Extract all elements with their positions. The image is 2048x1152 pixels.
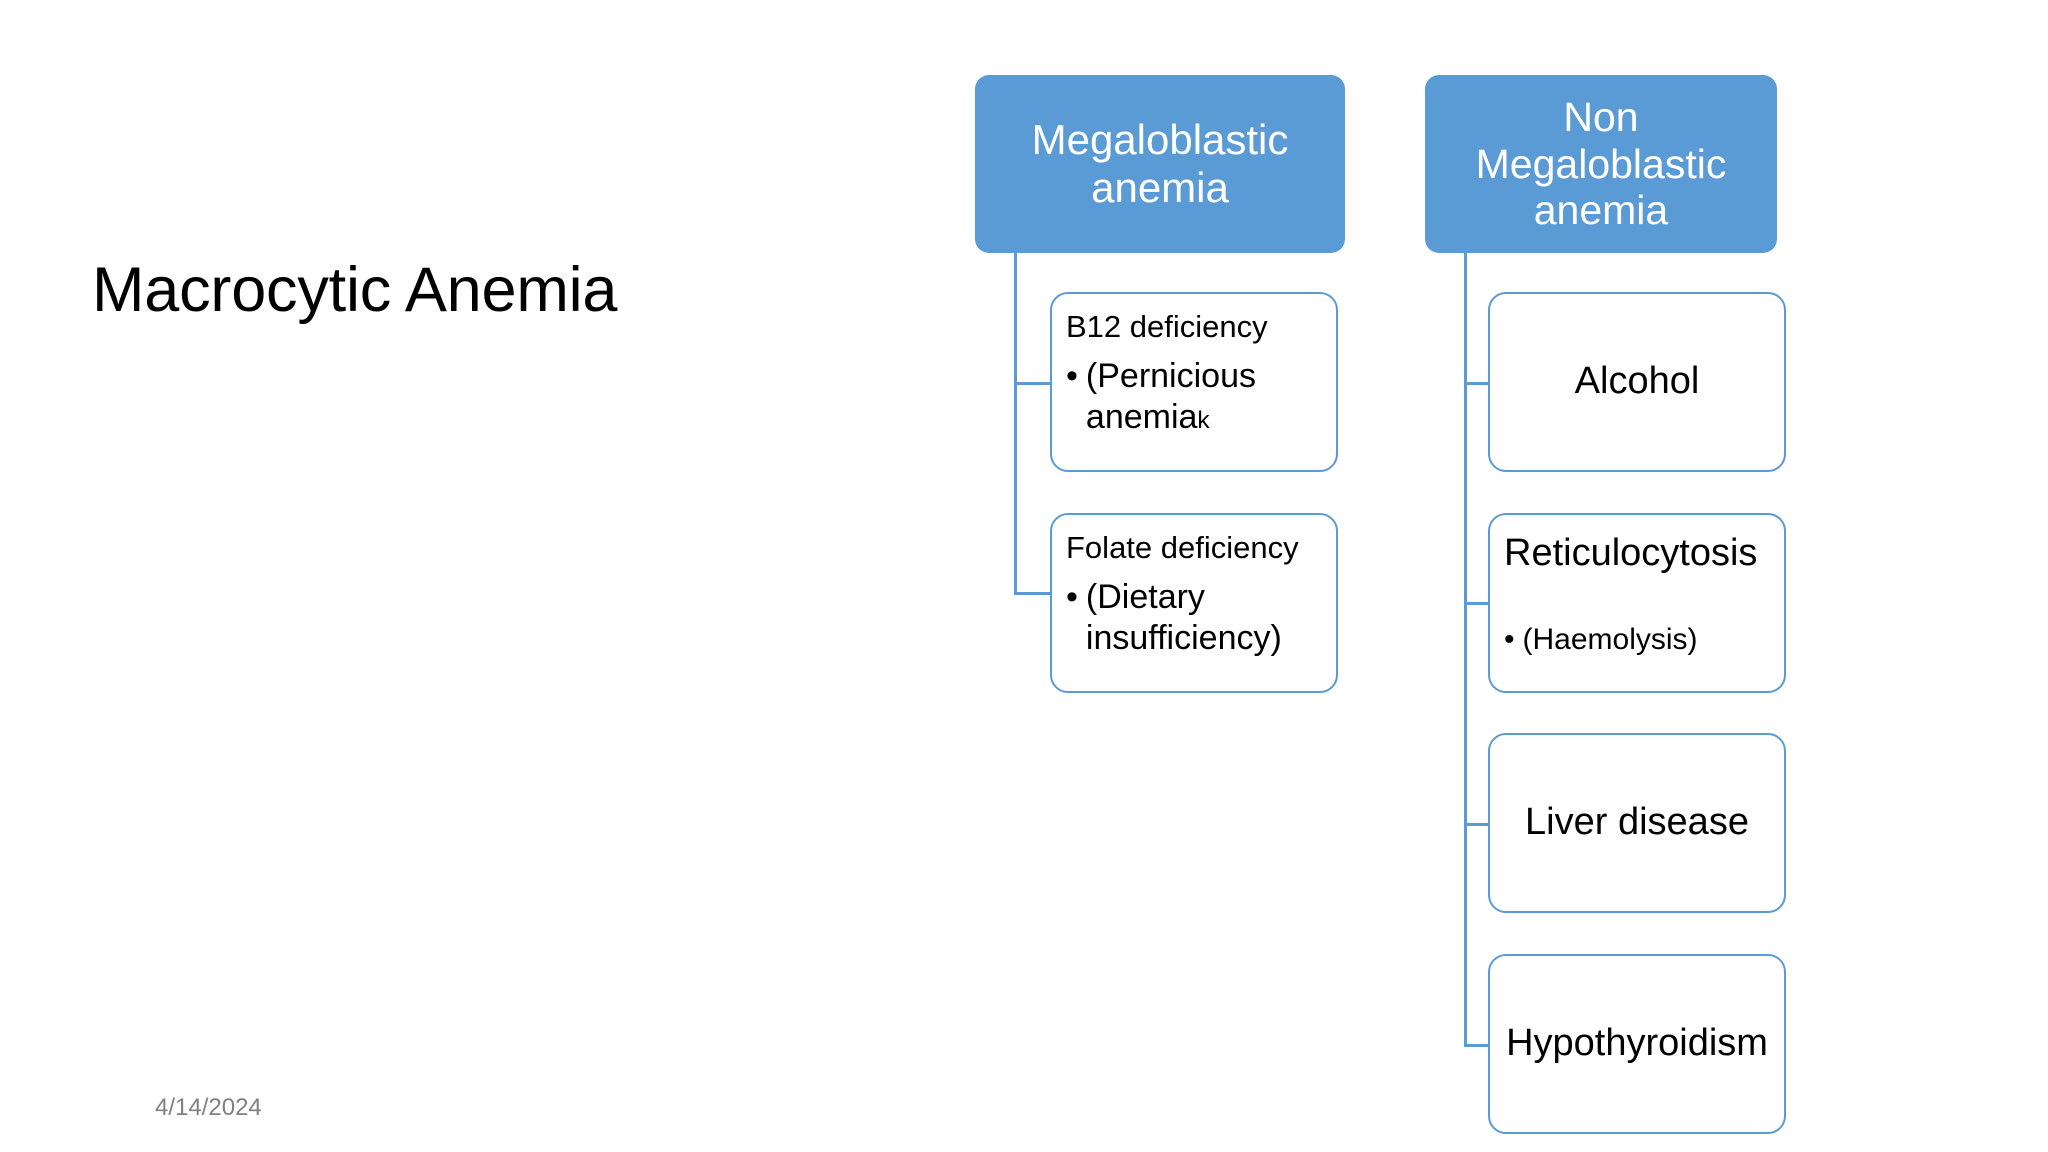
bullet-dot-icon: • bbox=[1504, 623, 1515, 656]
root-label-line-1: Megaloblastic bbox=[1031, 116, 1289, 164]
node-folate-deficiency-bullet-text: (Dietary insufficiency) bbox=[1085, 578, 1282, 657]
connector-trunk-megaloblastic bbox=[1014, 253, 1017, 595]
connector-stub-b12-deficiency bbox=[1014, 382, 1052, 385]
node-hypothyroidism[interactable]: Hypothyroidism bbox=[1488, 954, 1786, 1134]
connector-stub-liver-disease bbox=[1464, 823, 1490, 826]
node-non-megaloblastic-anemia[interactable]: Non Megaloblastic anemia bbox=[1425, 75, 1777, 253]
connector-stub-folate-deficiency bbox=[1014, 592, 1052, 595]
node-liver-disease[interactable]: Liver disease bbox=[1488, 733, 1786, 913]
connector-stub-hypothyroidism bbox=[1464, 1044, 1490, 1047]
bullet-text-trailing: k bbox=[1197, 406, 1210, 434]
node-liver-disease-label: Liver disease bbox=[1525, 801, 1749, 844]
bullet-text-main: (Pernicious anemia bbox=[1085, 357, 1256, 436]
node-reticulocytosis-bullet: • (Haemolysis) bbox=[1504, 622, 1774, 658]
node-b12-deficiency-bullet-text: (Pernicious anemiak bbox=[1086, 356, 1326, 438]
root-label-line-2: anemia bbox=[1091, 164, 1229, 211]
connector-stub-reticulocytosis bbox=[1464, 602, 1490, 605]
node-alcohol-label: Alcohol bbox=[1574, 360, 1700, 403]
bullet-dot-icon: • bbox=[1066, 578, 1078, 616]
slide-date: 4/14/2024 bbox=[155, 1094, 262, 1121]
root-label-line-3: anemia bbox=[1533, 187, 1669, 234]
node-reticulocytosis-heading: Reticulocytosis bbox=[1504, 532, 1758, 574]
root-label-line-1: Non bbox=[1563, 93, 1639, 140]
node-hypothyroidism-label: Hypothyroidism bbox=[1506, 1022, 1768, 1065]
node-megaloblastic-anemia-label: Megaloblastic anemia bbox=[1032, 116, 1289, 212]
connector-stub-alcohol bbox=[1464, 382, 1490, 385]
node-b12-deficiency[interactable]: B12 deficiency • (Pernicious anemiak bbox=[1050, 292, 1338, 472]
node-folate-deficiency[interactable]: Folate deficiency • (Dietary insufficien… bbox=[1050, 513, 1338, 693]
node-folate-deficiency-heading: Folate deficiency bbox=[1066, 530, 1299, 565]
node-b12-deficiency-heading: B12 deficiency bbox=[1066, 309, 1268, 344]
root-label-line-2: Megaloblastic bbox=[1475, 140, 1727, 187]
connector-trunk-non-megaloblastic bbox=[1464, 253, 1467, 1047]
node-reticulocytosis-bullet-text: (Haemolysis) bbox=[1522, 623, 1698, 656]
node-folate-deficiency-bullet: • (Dietary insufficiency) bbox=[1066, 577, 1326, 659]
node-non-megaloblastic-anemia-label: Non Megaloblastic anemia bbox=[1476, 94, 1727, 234]
page-title: Macrocytic Anemia bbox=[92, 255, 618, 325]
node-alcohol[interactable]: Alcohol bbox=[1488, 292, 1786, 472]
bullet-dot-icon: • bbox=[1066, 357, 1078, 395]
node-b12-deficiency-bullet: • (Pernicious anemiak bbox=[1066, 356, 1326, 438]
node-reticulocytosis[interactable]: Reticulocytosis • (Haemolysis) bbox=[1488, 513, 1786, 693]
node-megaloblastic-anemia[interactable]: Megaloblastic anemia bbox=[975, 75, 1345, 253]
